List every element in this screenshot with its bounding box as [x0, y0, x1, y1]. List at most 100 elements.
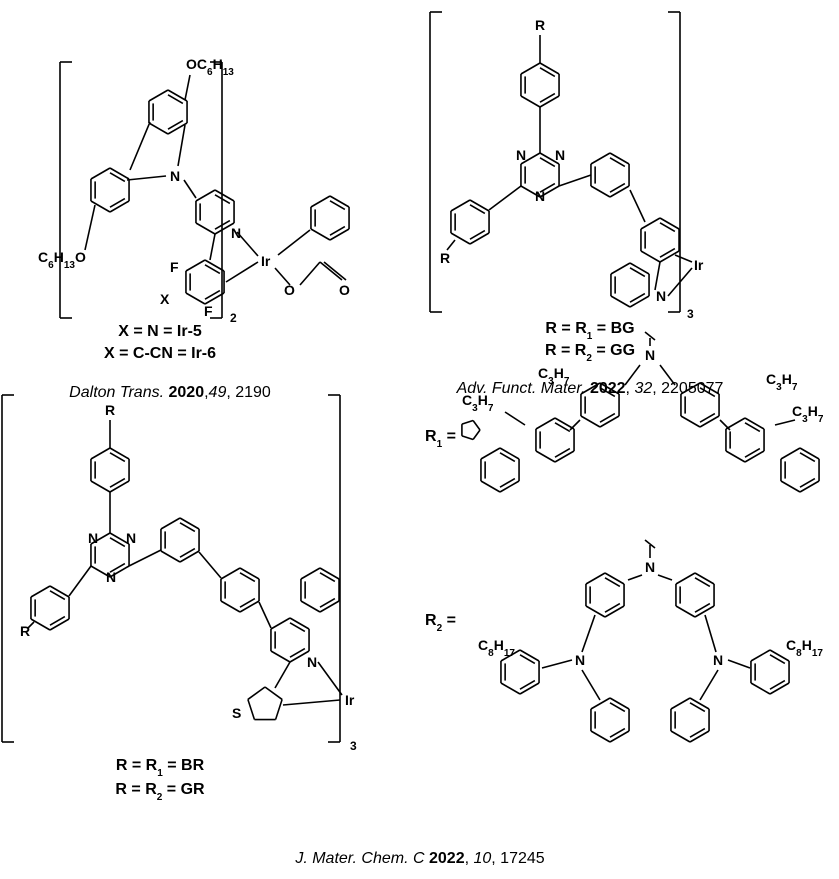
ring-bond [148, 122, 169, 135]
bond [177, 124, 186, 167]
bond [657, 574, 673, 581]
double-bond [609, 702, 626, 713]
double-bond [604, 602, 621, 613]
ring-bond [535, 417, 556, 430]
double-bond [109, 562, 126, 573]
atom-label: R [20, 623, 30, 639]
ring-bond [90, 447, 111, 460]
atom-label: N [126, 530, 136, 546]
ring-bond [629, 295, 650, 308]
double-bond [499, 452, 516, 463]
legend-line: R = R2 = GG [545, 342, 635, 364]
ring-bond [239, 600, 260, 613]
bond [581, 614, 596, 653]
ring-bond [585, 572, 606, 585]
double-bond [659, 247, 676, 258]
citation-dalton: Dalton Trans. 2020,49, 2190 [69, 384, 271, 402]
ring-bond [160, 550, 181, 563]
atom-label: C3H7 [538, 365, 570, 387]
ring-bond [109, 200, 130, 213]
double-bond [329, 225, 346, 236]
ring-bond [680, 415, 701, 428]
bond [277, 229, 311, 256]
bond [183, 179, 197, 199]
ring-bond [270, 650, 291, 663]
atom-label: R [535, 17, 545, 33]
double-bond [699, 387, 716, 398]
ring-bond [659, 250, 680, 263]
atom-label: R [105, 402, 115, 418]
ring-bond [329, 228, 350, 241]
double-bond [694, 602, 711, 613]
journal: Dalton Trans. [69, 384, 165, 401]
ring-bond [609, 185, 630, 198]
double-bond [179, 547, 196, 558]
ring-bond [472, 429, 481, 440]
double-bond [167, 119, 184, 130]
ring-bond [450, 199, 471, 212]
ring-bond [214, 189, 235, 202]
ring-bond [520, 62, 541, 75]
ring-bond [49, 585, 70, 598]
double-bond [659, 222, 676, 233]
atom-label: N [106, 569, 116, 585]
ring-bond [539, 185, 560, 198]
double-bond [289, 647, 306, 658]
ring-bond [109, 447, 130, 460]
ring-bond [629, 262, 650, 275]
ring-bond [247, 686, 266, 701]
ring-bond [609, 152, 630, 165]
ring-bond [670, 730, 691, 743]
legend-line: R = R1 = BG [545, 320, 634, 342]
ring-bond [247, 699, 256, 720]
bond [258, 601, 272, 629]
ring-bond [799, 447, 820, 460]
bond [569, 419, 581, 431]
ring-bond [580, 415, 601, 428]
ring-bond [520, 185, 541, 198]
ring-bond [90, 200, 111, 213]
ring-bond [585, 605, 606, 618]
ring-bond [270, 617, 291, 630]
ring-bond [499, 480, 520, 493]
legend-line: R = R2 = GR [115, 781, 205, 803]
bond [727, 659, 751, 669]
ring-bond [599, 415, 620, 428]
atom-label: O [339, 282, 350, 298]
ring-bond [90, 167, 111, 180]
bond [644, 331, 656, 341]
sep: , [204, 384, 209, 401]
atom-label: N [555, 147, 565, 163]
atom-label: C3H7 [462, 392, 494, 414]
bond [128, 549, 162, 567]
atom-label: N [307, 654, 317, 670]
ring-bond [604, 572, 625, 585]
ring-bond [725, 417, 746, 430]
double-bond [694, 577, 711, 588]
bond [225, 261, 259, 283]
double-bond [689, 702, 706, 713]
double-bond [214, 194, 231, 205]
ring-bond [699, 415, 720, 428]
ring-bond [461, 419, 474, 425]
ring-bond [220, 567, 241, 580]
ring-bond [90, 480, 111, 493]
pages: , 2190 [226, 384, 271, 401]
double-bond [539, 67, 556, 78]
double-bond [599, 412, 616, 423]
bond [558, 174, 592, 187]
multiplier: 2 [230, 311, 237, 325]
ring-bond [780, 480, 801, 493]
bond [446, 239, 456, 251]
ring-bond [310, 195, 331, 208]
double-bond [519, 654, 536, 665]
ring-bond [300, 600, 321, 613]
atom-label: O [284, 282, 295, 298]
ring-bond [640, 217, 661, 230]
bond [209, 233, 216, 261]
ring-bond [604, 605, 625, 618]
double-bond [109, 197, 126, 208]
ring-bond [590, 152, 611, 165]
bond [317, 661, 343, 696]
ring-bond [289, 650, 310, 663]
